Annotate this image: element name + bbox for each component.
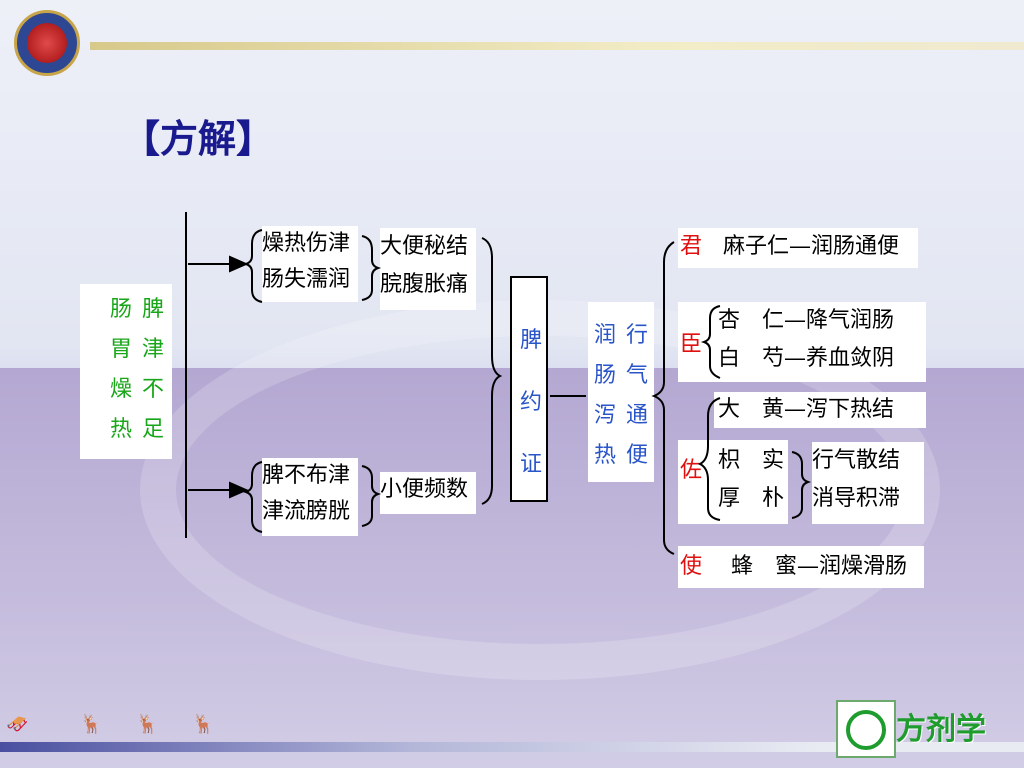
lower-symptom-box: 小便频数 (380, 472, 476, 514)
page-title: 【方解】 (122, 117, 275, 161)
lower-left-brace (242, 461, 263, 533)
char: 胃 (110, 337, 133, 362)
char: 润 (594, 323, 617, 348)
char: 津 (142, 337, 165, 362)
lower-cause-1: 脾不布津 (262, 463, 351, 488)
syndrome-box: 脾 约 证 (510, 276, 548, 502)
char: 不 (142, 377, 165, 402)
bottom-bar (0, 742, 1024, 752)
zuo-herb-1: 枳 实 (718, 448, 785, 473)
sleigh-icon: 🛷 (6, 714, 29, 735)
role-jun: 君 (680, 234, 703, 259)
syndrome-brace (481, 237, 503, 505)
upper-symptom-2: 脘腹胀痛 (380, 272, 469, 297)
left-col1: 肠 胃 燥 热 (110, 290, 132, 450)
school-logo (14, 10, 80, 76)
left-text-box: 肠 胃 燥 热 脾 津 不 足 (80, 284, 172, 459)
chen-herbs: 杏 仁—降气润肠 白 芍—养血敛阴 (718, 302, 894, 378)
reindeer-icon: 🦌 (136, 714, 159, 735)
chen-brace (700, 305, 721, 379)
zuo-effect-box: 行气散结 消导积滞 (812, 442, 924, 524)
shi-row: 使 蜂 蜜—润燥滑肠 (678, 546, 924, 588)
role-zuo: 佐 (680, 458, 703, 483)
upper-symptom-box: 大便秘结 脘腹胀痛 (380, 228, 476, 310)
shi-herb: 蜂 蜜—润燥滑肠 (731, 554, 908, 579)
method-col1: 润 肠 泻 热 (594, 316, 616, 476)
jun-row: 君 麻子仁—润肠通便 (678, 228, 918, 268)
zuo-herbs: 枳 实 厚 朴 (718, 442, 784, 518)
upper-cause-1: 燥热伤津 (262, 231, 351, 256)
dahuang-row: 大 黄—泻下热结 (714, 392, 926, 428)
zuo-herb-0: 大 黄—泻下热结 (718, 397, 895, 422)
chen-herb-2: 白 芍—养血敛阴 (718, 346, 895, 371)
char: 气 (626, 363, 649, 388)
char: 热 (110, 417, 133, 442)
upper-cause-box: 燥热伤津 肠失濡润 (262, 226, 358, 302)
left-col2: 脾 津 不 足 (142, 290, 164, 450)
char: 肠 (594, 363, 617, 388)
reindeer-icon: 🦌 (192, 714, 215, 735)
upper-mid-brace (361, 235, 382, 301)
char: 脾 (520, 328, 543, 353)
brand-logo (836, 700, 896, 758)
top-bar (90, 42, 1024, 50)
chen-herb-1: 杏 仁—降气润肠 (718, 308, 895, 333)
char: 脾 (142, 297, 165, 322)
jun-herb: 麻子仁—润肠通便 (723, 234, 900, 259)
role-shi: 使 (680, 554, 703, 579)
zuo-brace (697, 397, 721, 521)
zuo-herb-2: 厚 朴 (718, 486, 785, 511)
roles-brace (651, 241, 675, 555)
zuo-effect-2: 消导积滞 (812, 486, 901, 511)
arrow-lower-head (229, 481, 249, 499)
upper-left-brace (242, 229, 263, 303)
method-col2: 行 气 通 便 (626, 316, 648, 476)
lower-cause-2: 津流膀胱 (262, 499, 351, 524)
char: 足 (142, 417, 165, 442)
lower-cause-box: 脾不布津 津流膀胱 (262, 458, 358, 536)
char: 肠 (110, 297, 133, 322)
method-box: 润 肠 泻 热 行 气 通 便 (588, 302, 654, 482)
zuo-effect-1: 行气散结 (812, 448, 901, 473)
char: 约 (520, 390, 543, 415)
role-chen: 臣 (680, 332, 703, 357)
char: 燥 (110, 377, 133, 402)
char: 泻 (594, 403, 617, 428)
upper-symptom-1: 大便秘结 (380, 234, 469, 259)
zuo-row: 佐 枳 实 厚 朴 (678, 440, 788, 524)
lower-mid-brace (361, 465, 382, 527)
lower-symptom-1: 小便频数 (380, 477, 469, 502)
upper-cause-2: 肠失濡润 (262, 267, 351, 292)
char: 热 (594, 443, 617, 468)
chen-row: 臣 杏 仁—降气润肠 白 芍—养血敛阴 (678, 302, 926, 382)
syndrome-text: 脾 约 证 (520, 310, 542, 496)
brand-name: 方剂学 (896, 712, 986, 747)
zuo-effect-brace (791, 451, 812, 519)
char: 证 (520, 452, 543, 477)
char: 便 (626, 443, 649, 468)
reindeer-icon: 🦌 (80, 714, 103, 735)
char: 通 (626, 403, 649, 428)
arrow-upper-head (229, 255, 249, 273)
char: 行 (626, 323, 649, 348)
